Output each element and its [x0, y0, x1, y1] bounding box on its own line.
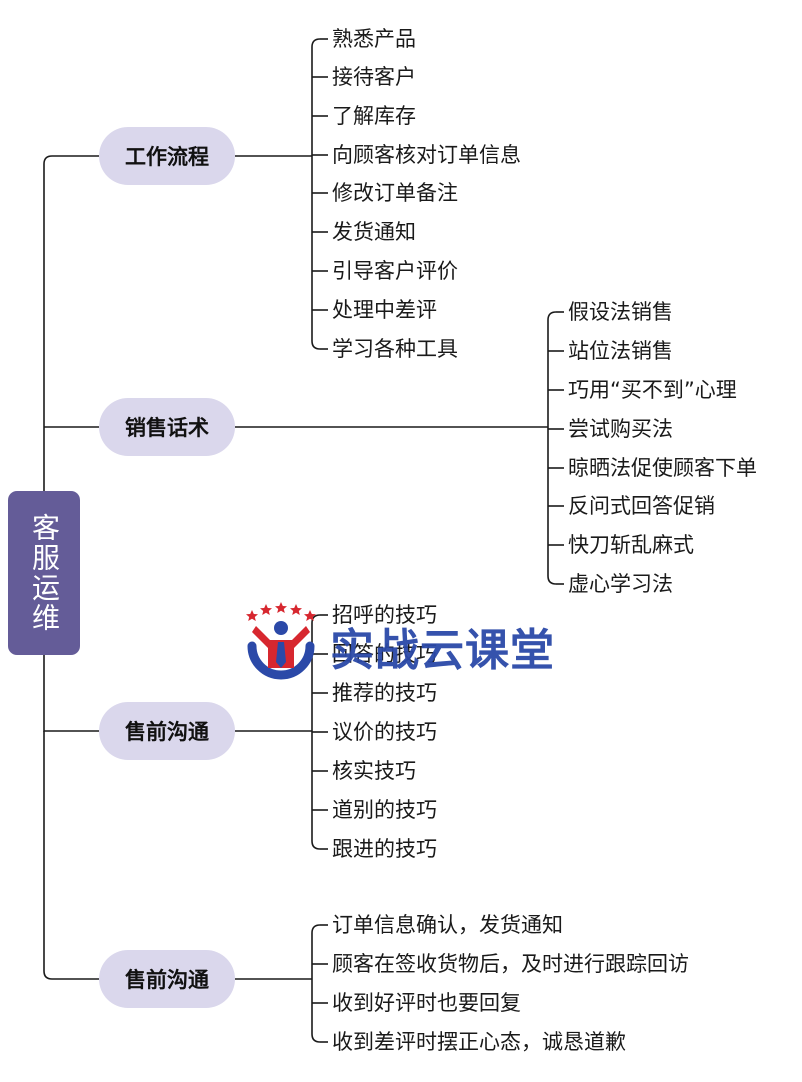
- branch-node-workflow: 工作流程: [99, 127, 235, 185]
- leaf-item: 处理中差评: [332, 298, 437, 322]
- root-to-branch-workflow-connector: [43, 155, 99, 491]
- leaf-item: 收到差评时摆正心态，诚恳道歉: [332, 1030, 626, 1054]
- branch-label: 销售话术: [125, 416, 209, 440]
- branch-node-sales-script: 销售话术: [99, 398, 235, 456]
- leaf-item: 虚心学习法: [568, 572, 673, 596]
- leaf-item: 订单信息确认，发货通知: [332, 913, 563, 937]
- leaf-item: 熟悉产品: [332, 27, 416, 51]
- leaf-item: 晾晒法促使顾客下单: [568, 456, 757, 480]
- leaf-item: 议价的技巧: [332, 720, 437, 744]
- branch-node-presale-communication: 售前沟通: [99, 702, 235, 760]
- leaf-item: 假设法销售: [568, 300, 673, 324]
- leaf-item: 反问式回答促销: [568, 494, 715, 518]
- leaf-item: 站位法销售: [568, 339, 673, 363]
- leaf-item: 引导客户评价: [332, 259, 458, 283]
- leaf-item: 修改订单备注: [332, 181, 458, 205]
- branch-node-presale-communication-2: 售前沟通: [99, 950, 235, 1008]
- watermark: 实战云课堂: [244, 600, 564, 680]
- leaf-item: 收到好评时也要回复: [332, 991, 521, 1015]
- leaf-item: 核实技巧: [332, 759, 416, 783]
- branch-label: 工作流程: [125, 145, 209, 169]
- leaf-item: 道别的技巧: [332, 798, 437, 822]
- leaf-item: 顾客在签收货物后，及时进行跟踪回访: [332, 952, 689, 976]
- leaf-item: 了解库存: [332, 104, 416, 128]
- leaf-item: 向顾客核对订单信息: [332, 143, 521, 167]
- root-to-branch-presale-connector: [43, 655, 99, 732]
- leaf-item: 跟进的技巧: [332, 837, 437, 861]
- leaf-item: 接待客户: [332, 65, 416, 89]
- leaf-item: 回答的技巧: [332, 642, 437, 666]
- leaf-item: 招呼的技巧: [332, 603, 437, 627]
- sales-connector-bracket: [547, 311, 557, 585]
- leaf-item: 尝试购买法: [568, 417, 673, 441]
- root-label: 客服运维: [28, 513, 61, 633]
- root-node: 客服运维: [8, 491, 80, 655]
- leaf-item: 快刀斩乱麻式: [568, 533, 694, 557]
- presale2-connector-bracket: [311, 924, 321, 1043]
- workflow-connector-bracket: [311, 38, 321, 350]
- person-with-stars-logo-icon: [246, 602, 316, 680]
- root-to-branch-presale2-connector: [43, 731, 99, 980]
- leaf-item: 发货通知: [332, 220, 416, 244]
- watermark-text: 实战云课堂: [330, 625, 555, 676]
- leaf-item: 巧用“买不到”心理: [568, 378, 737, 402]
- branch-label: 售前沟通: [125, 720, 209, 744]
- branch-label: 售前沟通: [125, 968, 209, 992]
- leaf-item: 学习各种工具: [332, 337, 458, 361]
- leaf-item: 推荐的技巧: [332, 681, 437, 705]
